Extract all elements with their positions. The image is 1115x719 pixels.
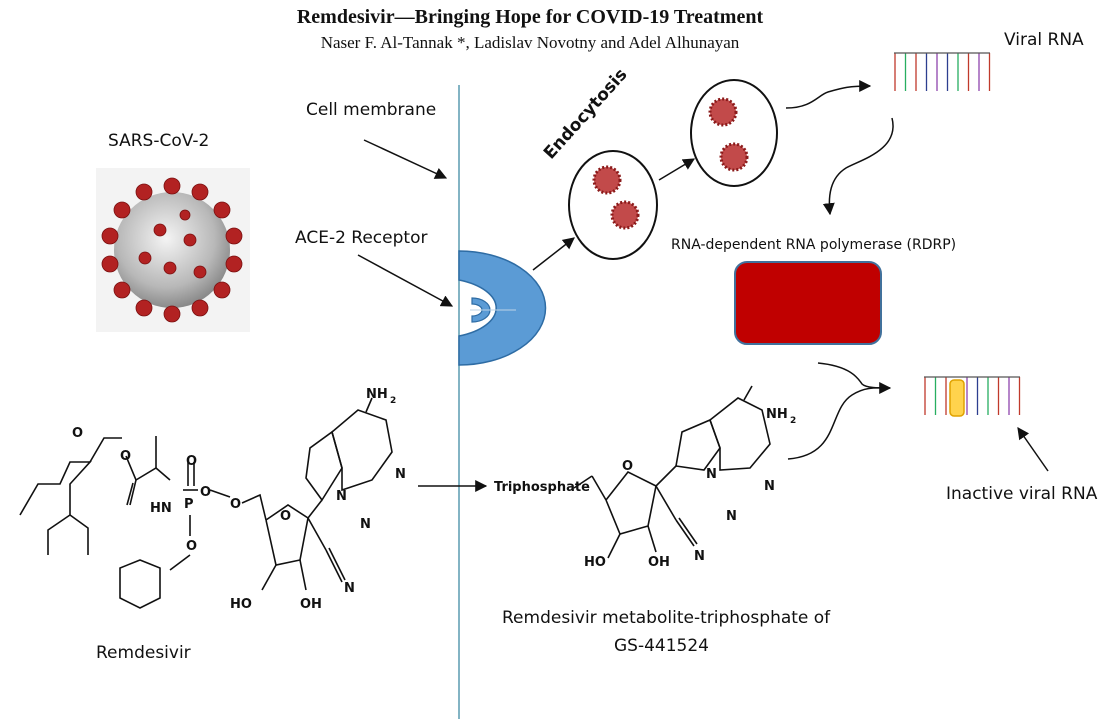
svg-text:O: O (120, 449, 131, 464)
svg-text:OH: OH (300, 597, 322, 612)
remdesivir-structure (19, 397, 393, 609)
arrow-to-membrane (363, 139, 448, 179)
incorporated-nucleotide-analog (949, 379, 965, 417)
arrow-receptor-to-vesicle (532, 237, 575, 271)
svg-text:N: N (694, 549, 705, 564)
svg-text:HN: HN (150, 501, 172, 516)
svg-text:N: N (764, 479, 775, 494)
arrow-to-receptor (357, 254, 454, 307)
svg-text:N: N (344, 581, 355, 596)
svg-text:O: O (200, 485, 211, 500)
ace2-receptor-label: ACE-2 Receptor (295, 228, 428, 248)
viral-rna-label: Viral RNA (1004, 30, 1084, 50)
rdrp-enzyme-box (734, 261, 882, 345)
svg-text:P: P (184, 497, 194, 512)
svg-text:N: N (360, 517, 371, 532)
metabolite-label-line1: Remdesivir metabolite-triphosphate of (502, 608, 831, 628)
viral-rna-strand (894, 52, 991, 91)
figure-title: Remdesivir—Bringing Hope for COVID-19 Tr… (296, 6, 764, 28)
endosome-vesicle-1 (568, 150, 658, 260)
remdesivir-label: Remdesivir (96, 643, 191, 663)
svg-text:N: N (336, 489, 347, 504)
inactive-rna-label: Inactive viral RNA (946, 484, 1098, 504)
sars-cov-2-virus-image (96, 168, 250, 332)
svg-text:2: 2 (390, 396, 396, 406)
arrow-metabolite-to-inactive-rna (787, 387, 889, 460)
svg-text:HO: HO (584, 555, 606, 570)
svg-text:OH: OH (648, 555, 670, 570)
arrow-to-inactive-rna-label (1017, 427, 1049, 472)
svg-text:O: O (186, 454, 197, 469)
svg-text:O: O (280, 509, 291, 524)
arrow-rdrp-to-inactive-rna (817, 362, 892, 394)
ace2-receptor-shape (458, 250, 547, 366)
arrow-to-viral-rna (785, 80, 872, 109)
svg-text:N: N (395, 467, 406, 482)
remdesivir-atom-labels: O O HN P O O O O O HO OH N N N N NH 2 (72, 387, 406, 612)
rdrp-label: RNA-dependent RNA polymerase (RDRP) (671, 237, 957, 253)
svg-text:O: O (186, 539, 197, 554)
cell-membrane-label: Cell membrane (306, 100, 437, 120)
virus-label: SARS-CoV-2 (108, 131, 210, 151)
svg-text:O: O (72, 426, 83, 441)
svg-text:2: 2 (790, 416, 796, 426)
metabolite-label-line2: GS-441524 (614, 636, 709, 656)
svg-text:O: O (230, 497, 241, 512)
metabolite-structure (573, 385, 771, 559)
arrow-rna-to-rdrp (822, 117, 894, 216)
arrow-vesicle-to-vesicle (658, 158, 696, 181)
endosome-vesicle-2 (690, 79, 778, 187)
metabolite-atom-labels: Triphosphate O HO OH N N N N NH 2 (494, 407, 796, 570)
figure-authors: Naser F. Al-Tannak *, Ladislav Novotny a… (320, 33, 740, 52)
svg-text:NH: NH (766, 407, 788, 422)
inactive-rna-strand (924, 376, 1021, 417)
svg-text:O: O (622, 459, 633, 474)
svg-text:N: N (726, 509, 737, 524)
svg-text:N: N (706, 467, 717, 482)
svg-text:HO: HO (230, 597, 252, 612)
svg-text:NH: NH (366, 387, 388, 402)
svg-text:Triphosphate: Triphosphate (494, 480, 590, 495)
